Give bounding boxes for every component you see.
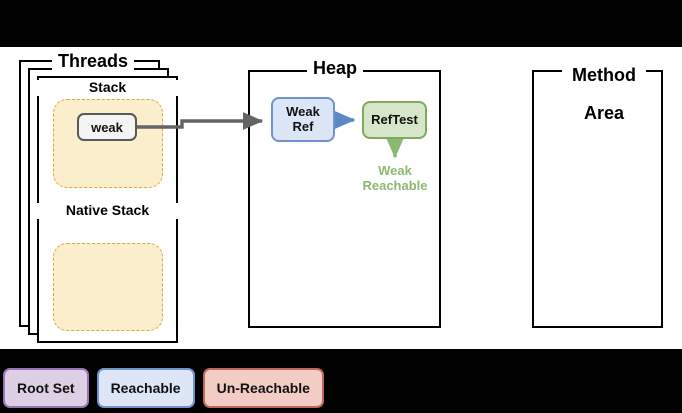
legend-item-root-set[interactable]: Root Set (3, 368, 89, 408)
weak-root-node[interactable]: weak (77, 113, 137, 141)
native-stack-label: Native Stack (37, 202, 178, 219)
stack-label: Stack (37, 79, 178, 96)
method-area-group-title: Method Area (556, 47, 652, 141)
method-area-title-line1: Method (562, 65, 646, 85)
ref-test-node[interactable]: RefTest (362, 101, 427, 139)
weak-ref-node[interactable]: Weak Ref (271, 97, 335, 142)
threads-group-title: Threads (52, 52, 135, 71)
method-area-title-line2: Area (562, 103, 646, 123)
weak-reachable-annotation: Weak Reachable (362, 163, 428, 193)
diagram-canvas: Threads Stack weak Native Stack Heap Wea… (0, 47, 682, 349)
legend: Root Set Reachable Un-Reachable (0, 366, 324, 410)
legend-item-reachable[interactable]: Reachable (96, 368, 195, 408)
heap-group-title: Heap (307, 59, 364, 78)
legend-item-unreachable[interactable]: Un-Reachable (202, 368, 324, 408)
native-stack-memory-region (53, 243, 163, 331)
stack-memory-region (53, 99, 163, 188)
